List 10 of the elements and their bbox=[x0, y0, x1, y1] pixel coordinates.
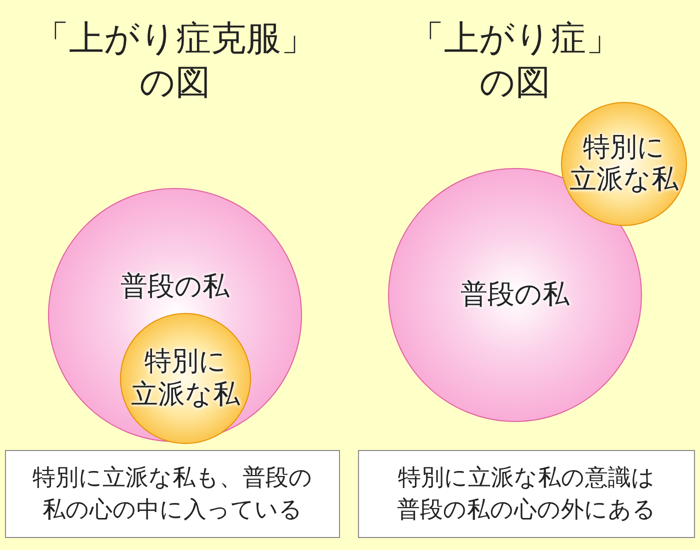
circle-label: 特別に立派な私 bbox=[130, 346, 241, 411]
circle-label: 普段の私 bbox=[460, 278, 570, 312]
panel-heading: 「上がり症」の図 bbox=[408, 18, 622, 105]
caption-box bbox=[358, 450, 695, 538]
caption-text: 特別に立派な私の意識は普段の私の心の外にある bbox=[396, 464, 657, 525]
circle-label: 普段の私 bbox=[120, 271, 230, 304]
panel-heading: 「上がり症克服」の図 bbox=[33, 18, 317, 105]
circle-label: 特別に立派な私 bbox=[568, 132, 680, 196]
caption-box bbox=[5, 450, 340, 538]
caption-text: 特別に立派な私も、普段の私の心の中に入っている bbox=[32, 464, 314, 525]
